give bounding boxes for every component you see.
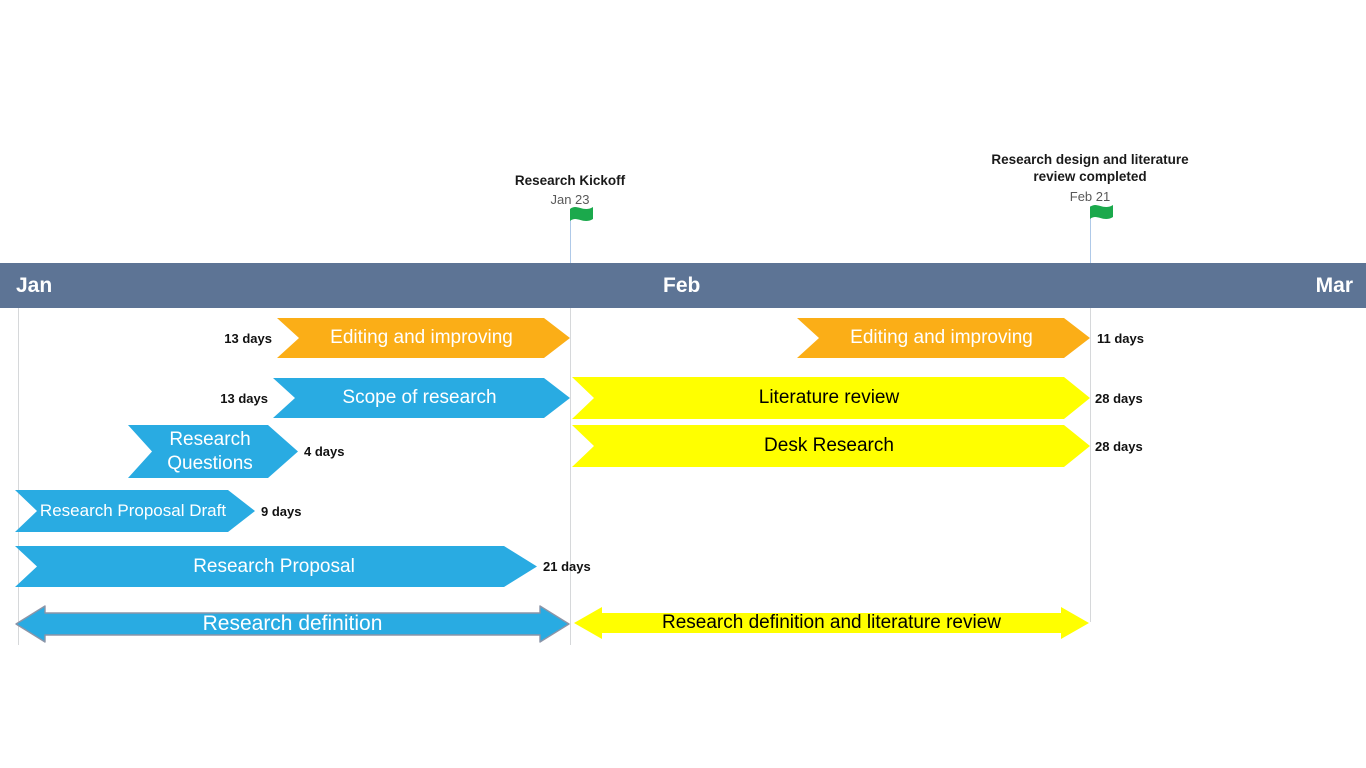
task-label: Research Proposal (193, 555, 355, 577)
task-bar-scope-of-research[interactable]: Scope of research (273, 378, 570, 418)
task-label: Editing and improving (850, 327, 1033, 348)
task-bar-desk-research[interactable]: Desk Research (572, 425, 1090, 467)
double-arrow-shape (15, 605, 570, 643)
task-label: Research Proposal Draft (39, 501, 227, 520)
milestone-kickoff-date: Jan 23 (550, 192, 590, 207)
milestone-completed-pole (1090, 206, 1091, 263)
month-label-feb: Feb (663, 274, 701, 297)
month-header-band: Jan Feb Mar (0, 263, 1366, 308)
milestone-completed-date: Feb 21 (1069, 189, 1111, 204)
task-label: Scope of research (342, 387, 497, 408)
task-label: Research definition (202, 612, 383, 635)
timeline-start-gridline (18, 308, 19, 645)
milestone-completed-gridline (1090, 308, 1091, 622)
task-bar-research-questions[interactable]: Research Questions (128, 425, 298, 478)
milestone-kickoff-gridline (570, 308, 571, 645)
month-label-mar: Mar (1315, 274, 1353, 297)
milestone-kickoff-pole (570, 211, 571, 263)
milestone-flag-icon[interactable] (569, 204, 595, 233)
milestone-kickoff-title: Research Kickoff (514, 173, 626, 188)
task-bar-research-proposal-draft[interactable]: Research Proposal Draft (15, 490, 255, 532)
task-bar-editing-improving-1[interactable]: Editing and improving (277, 318, 570, 358)
duration-label: 21 days (543, 559, 591, 574)
task-bar-research-proposal[interactable]: Research Proposal (15, 546, 537, 587)
task-label: Editing and improving (330, 327, 513, 348)
task-label: Research definition and literature revie… (661, 612, 1001, 633)
double-arrow-shape (574, 607, 1089, 639)
duration-label: 11 days (1097, 330, 1144, 346)
milestone-completed-title: Research design and literature review co… (991, 152, 1189, 184)
month-label-jan: Jan (16, 274, 53, 297)
duration-label: 13 days (224, 330, 272, 346)
task-bar-literature-review[interactable]: Literature review (572, 377, 1090, 419)
duration-label: 28 days (1095, 390, 1143, 406)
task-label: Literature review (758, 387, 900, 408)
task-bar-editing-improving-2[interactable]: Editing and improving (797, 318, 1090, 358)
milestone-flag-icon[interactable] (1089, 202, 1115, 231)
duration-label: 4 days (304, 444, 345, 459)
duration-label: 28 days (1095, 438, 1143, 454)
task-label: Desk Research (764, 435, 894, 456)
span-bar-research-definition-literature-review[interactable]: Research definition and literature revie… (573, 606, 1090, 640)
duration-label: 9 days (261, 503, 302, 519)
span-bar-research-definition[interactable]: Research definition (15, 605, 570, 643)
duration-label: 13 days (220, 390, 268, 406)
task-label: Research Questions (167, 428, 253, 474)
